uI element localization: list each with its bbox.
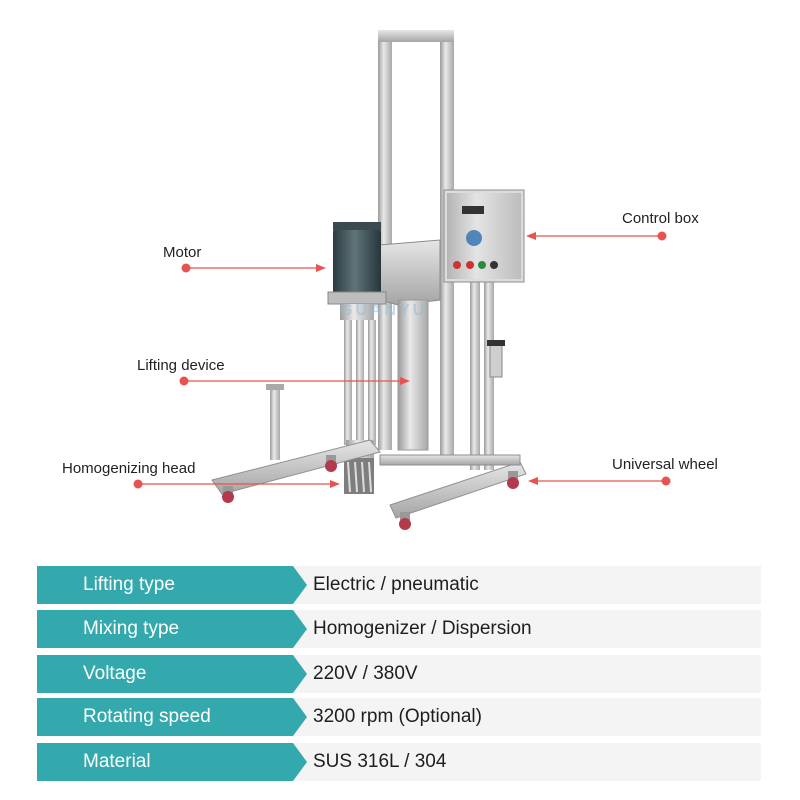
frame-post-left — [378, 30, 392, 450]
spec-key: Material — [37, 743, 307, 781]
motor-body — [333, 228, 381, 298]
spec-row: Voltage 220V / 380V — [37, 655, 761, 693]
spec-key: Voltage — [37, 655, 307, 693]
spec-value: 220V / 380V — [313, 663, 418, 684]
spec-key: Mixing type — [37, 610, 307, 648]
spec-value: Electric / pneumatic — [313, 574, 479, 595]
lifting-cylinder — [397, 299, 429, 451]
watermark-text: GUANYU — [340, 302, 428, 319]
lifting-device-label: Lifting device — [137, 357, 225, 374]
spec-key: Rotating speed — [37, 698, 307, 736]
spec-row: Rotating speed 3200 rpm (Optional) — [37, 698, 761, 736]
homogenizing-head-label: Homogenizing head — [62, 460, 196, 477]
spec-value: SUS 316L / 304 — [313, 751, 447, 772]
motor-label: Motor — [163, 244, 202, 261]
caster-wheels — [222, 455, 519, 530]
base-right — [389, 461, 527, 519]
homogenizer-illustration — [133, 30, 671, 530]
lifting-arm — [379, 239, 441, 306]
spec-key: Lifting type — [37, 566, 307, 604]
spec-row: Lifting type Electric / pneumatic — [37, 566, 761, 604]
spec-row: Material SUS 316L / 304 — [37, 743, 761, 781]
base-left — [211, 439, 381, 495]
spec-row: Mixing type Homogenizer / Dispersion — [37, 610, 761, 648]
universal-wheel-label: Universal wheel — [612, 456, 718, 473]
spec-value: Homogenizer / Dispersion — [313, 618, 532, 639]
spec-value: 3200 rpm (Optional) — [313, 706, 482, 727]
control-box-label: Control box — [622, 210, 699, 227]
machine-diagram: GUANYU Motor Control box Lifting device … — [62, 30, 718, 530]
frame-top-bar — [378, 30, 454, 42]
